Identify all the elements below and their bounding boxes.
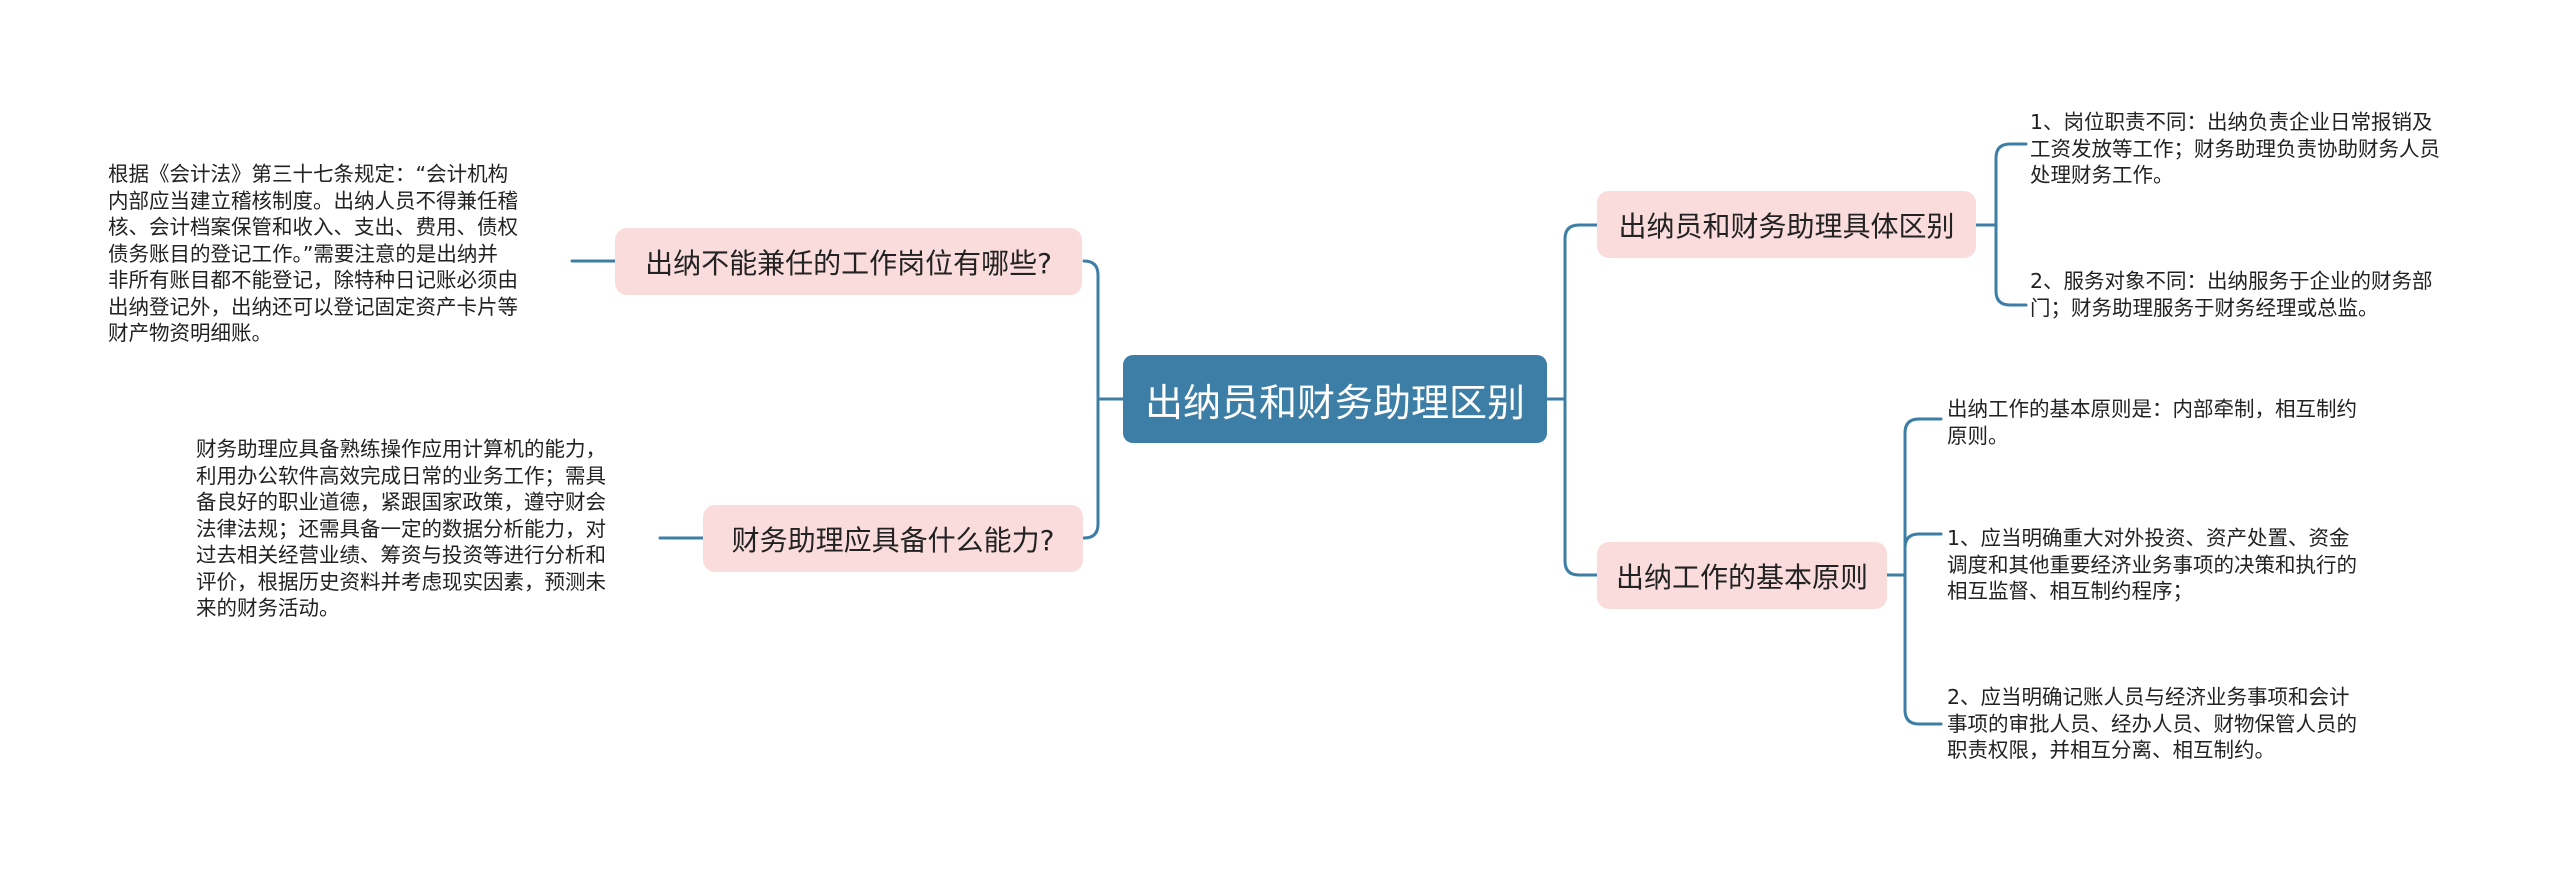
branch-assistant-abilities[interactable]: 财务助理应具备什么能力? xyxy=(703,505,1083,572)
leaf-principle-1: 1、应当明确重大对外投资、资产处置、资金 调度和其他重要经济业务事项的决策和执行… xyxy=(1947,526,2357,603)
leaf-principle-summary: 出纳工作的基本原则是：内部牵制，相互制约 原则。 xyxy=(1947,397,2357,448)
leaf-difference-duties: 1、岗位职责不同：出纳负责企业日常报销及 工资发放等工作；财务助理负责协助财务人… xyxy=(2030,110,2440,187)
connector-right2-leaves xyxy=(1885,417,1943,726)
connector-root-right xyxy=(1545,223,1599,577)
branch-basic-principles[interactable]: 出纳工作的基本原则 xyxy=(1597,542,1887,609)
branch-specific-differences[interactable]: 出纳员和财务助理具体区别 xyxy=(1597,191,1976,258)
connector-root-left xyxy=(1082,259,1125,540)
root-topic[interactable]: 出纳员和财务助理区别 xyxy=(1123,355,1547,443)
connector-right1-leaves xyxy=(1974,142,2028,307)
leaf-accounting-law-detail: 根据《会计法》第三十七条规定：“会计机构 内部应当建立稽核制度。出纳人员不得兼任… xyxy=(108,162,518,345)
leaf-principle-2: 2、应当明确记账人员与经济业务事项和会计 事项的审批人员、经办人员、财物保管人员… xyxy=(1947,685,2357,762)
branch-incompatible-positions[interactable]: 出纳不能兼任的工作岗位有哪些? xyxy=(615,228,1082,295)
leaf-abilities-detail: 财务助理应具备熟练操作应用计算机的能力， 利用办公软件高效完成日常的业务工作；需… xyxy=(196,437,606,620)
leaf-difference-service-targets: 2、服务对象不同：出纳服务于企业的财务部 门；财务助理服务于财务经理或总监。 xyxy=(2030,269,2433,320)
